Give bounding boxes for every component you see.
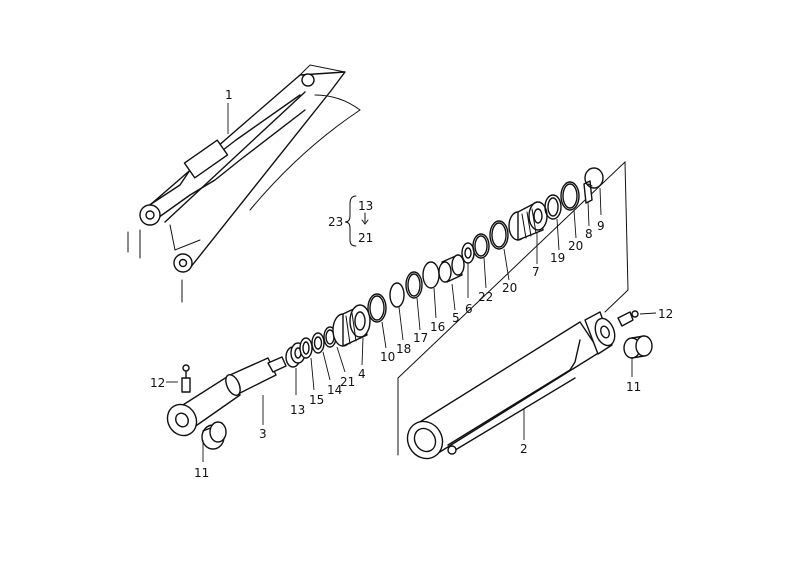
- ring-part-16: [422, 261, 440, 289]
- bushing-part-11-right: [623, 335, 653, 359]
- callout-17: 17: [413, 331, 428, 345]
- callout-11-left: 11: [194, 466, 209, 480]
- ring-part-6: [461, 242, 475, 264]
- callout-18: 18: [396, 342, 411, 356]
- ring-part-22: [472, 233, 490, 259]
- callout-7: 7: [532, 265, 540, 279]
- callout-1: 1: [225, 88, 233, 102]
- callout-16: 16: [430, 320, 445, 334]
- piston-rod-part-3: [166, 356, 287, 437]
- callout-20-upper: 20: [568, 239, 583, 253]
- callout-3: 3: [259, 427, 267, 441]
- ring-part-18: [389, 282, 405, 308]
- callout-8: 8: [585, 227, 593, 241]
- callout-10: 10: [380, 350, 395, 364]
- callout-22: 22: [478, 290, 493, 304]
- grease-fitting-part-12-left: [181, 364, 191, 393]
- seal-kit-bracket: [344, 195, 369, 247]
- ring-part-17: [405, 271, 423, 299]
- kit-range-start-13: 13: [358, 199, 373, 213]
- callout-19: 19: [550, 251, 565, 265]
- snap-ring-part-9: [584, 167, 604, 189]
- assembly-outline-bracket: [397, 160, 629, 456]
- callout-6: 6: [465, 302, 473, 316]
- piston-part-7: [508, 201, 548, 241]
- ring-part-19: [544, 194, 562, 220]
- callout-labels: 1 2 3 4 5 6 7 8 9 10 11 11 12 12 13 14 1…: [150, 88, 673, 480]
- callout-21: 21: [340, 375, 355, 389]
- callout-2: 2: [520, 442, 528, 456]
- kit-range-end-21: 21: [358, 231, 373, 245]
- cylinder-tube-part-2: [406, 311, 616, 460]
- machine-overview-illustration: [127, 64, 361, 303]
- callout-15: 15: [309, 393, 324, 407]
- backup-ring-part-20-upper: [560, 181, 580, 211]
- grease-fitting-part-12-right: [617, 310, 639, 327]
- backup-ring-part-20-lower: [489, 220, 509, 250]
- callout-12-left: 12: [150, 376, 165, 390]
- leader-lines: [166, 103, 657, 462]
- callout-4: 4: [358, 367, 366, 381]
- seal-part-14: [311, 332, 325, 354]
- seal-part-15: [299, 337, 313, 359]
- callout-5: 5: [452, 311, 460, 325]
- callout-11-right: 11: [626, 380, 641, 394]
- rod-guide-part-4: [332, 304, 371, 347]
- callout-20-lower: 20: [502, 281, 517, 295]
- o-ring-part-10: [367, 293, 387, 323]
- callout-12-right: 12: [658, 307, 673, 321]
- callout-9: 9: [597, 219, 605, 233]
- kit-callout-23: 23: [328, 215, 343, 229]
- callout-14: 14: [327, 383, 342, 397]
- callout-13: 13: [290, 403, 305, 417]
- spacer-part-5: [438, 254, 465, 283]
- bushing-part-11-left: [201, 421, 227, 450]
- bushing-part-13: [285, 342, 306, 368]
